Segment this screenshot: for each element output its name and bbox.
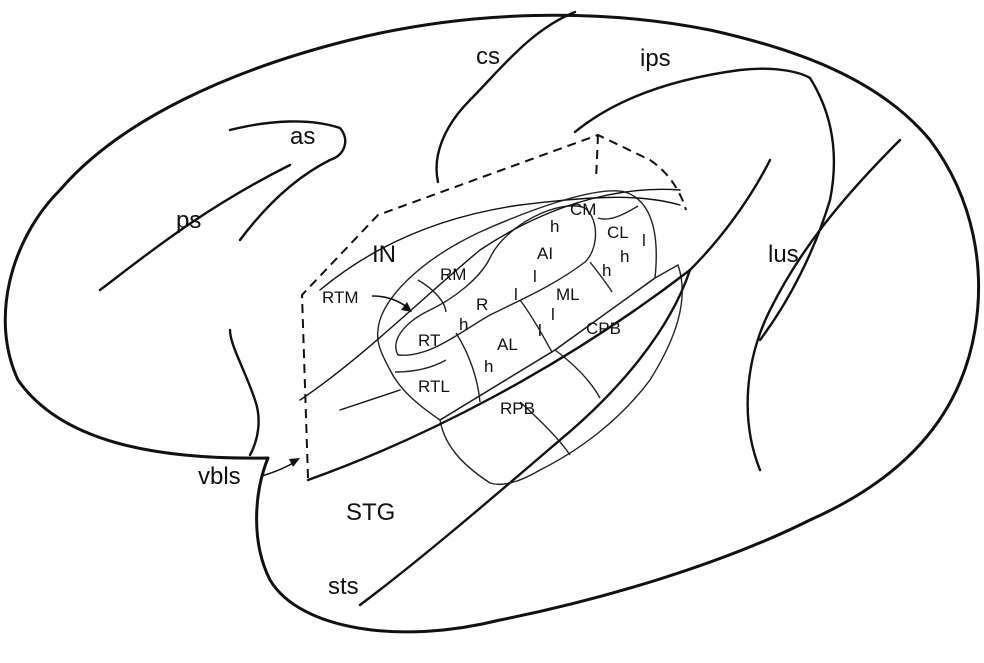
as-label: as: [290, 123, 315, 150]
rtm-label: RTM: [322, 288, 359, 307]
gradient-marker: h: [620, 247, 629, 266]
lus-label: lus: [768, 241, 799, 268]
gradient-marker: l: [533, 267, 537, 286]
rm-label: RM: [440, 265, 466, 284]
vbls-arrowhead: [289, 458, 300, 467]
ips-label: ips: [640, 45, 671, 72]
field-divider: [597, 205, 639, 220]
cpb-label: CPB: [586, 319, 621, 338]
parabelt-region: [439, 263, 683, 486]
field-divider: [394, 359, 447, 373]
core-region: [395, 205, 597, 356]
cs-label: cs: [476, 43, 500, 70]
vbls-notch: [228, 328, 260, 457]
gradient-marker: l: [642, 231, 646, 250]
cl-label: CL: [607, 223, 629, 242]
gradient-marker: h: [602, 261, 611, 280]
field-divider: [519, 401, 571, 456]
gradient-marker: l: [514, 285, 518, 304]
rpb-label: RPB: [500, 399, 535, 418]
ips-branch: [758, 76, 836, 342]
sylvian-fissure: [306, 158, 772, 482]
vbls-label: vbls: [198, 463, 241, 490]
lus-sulcus: [746, 138, 902, 472]
field-divider: [589, 261, 613, 293]
field-divider: [455, 332, 481, 403]
in-label: IN: [372, 241, 396, 268]
ps-sulcus: [98, 163, 292, 292]
ml-label: ML: [556, 285, 580, 304]
gradient-marker: h: [459, 315, 468, 334]
brain-outline: [3, 13, 980, 634]
rtm-arrow: [371, 295, 409, 309]
ps-label: ps: [176, 207, 201, 234]
insula-upper-line: [319, 196, 681, 291]
field-divider: [554, 349, 601, 399]
gradient-marker: h: [484, 357, 493, 376]
cs-sulcus: [435, 10, 577, 184]
al-label: AL: [497, 335, 518, 354]
ips-sulcus: [573, 67, 812, 134]
r-label: R: [476, 295, 488, 314]
ai-label: AI: [537, 244, 553, 263]
insula-lower-line: [299, 188, 681, 401]
sts-label: sts: [328, 573, 359, 600]
as-sulcus: [228, 120, 347, 242]
field-divider: [519, 299, 553, 353]
field-divider: [417, 279, 447, 313]
rt-label: RT: [418, 331, 440, 350]
stg-label: STG: [346, 499, 395, 526]
dashed-frame: [300, 133, 687, 479]
gradient-marker: l: [551, 305, 555, 324]
sts-sulcus: [358, 268, 692, 607]
dashed-frame-inner: [595, 134, 599, 181]
gradient-marker: h: [550, 217, 559, 236]
rtl-label: RTL: [418, 377, 450, 396]
rtm-arrowhead: [401, 302, 412, 312]
lower-guide-line: [339, 389, 401, 411]
cm-label: CM: [570, 200, 596, 219]
gradient-marker: l: [538, 321, 542, 340]
